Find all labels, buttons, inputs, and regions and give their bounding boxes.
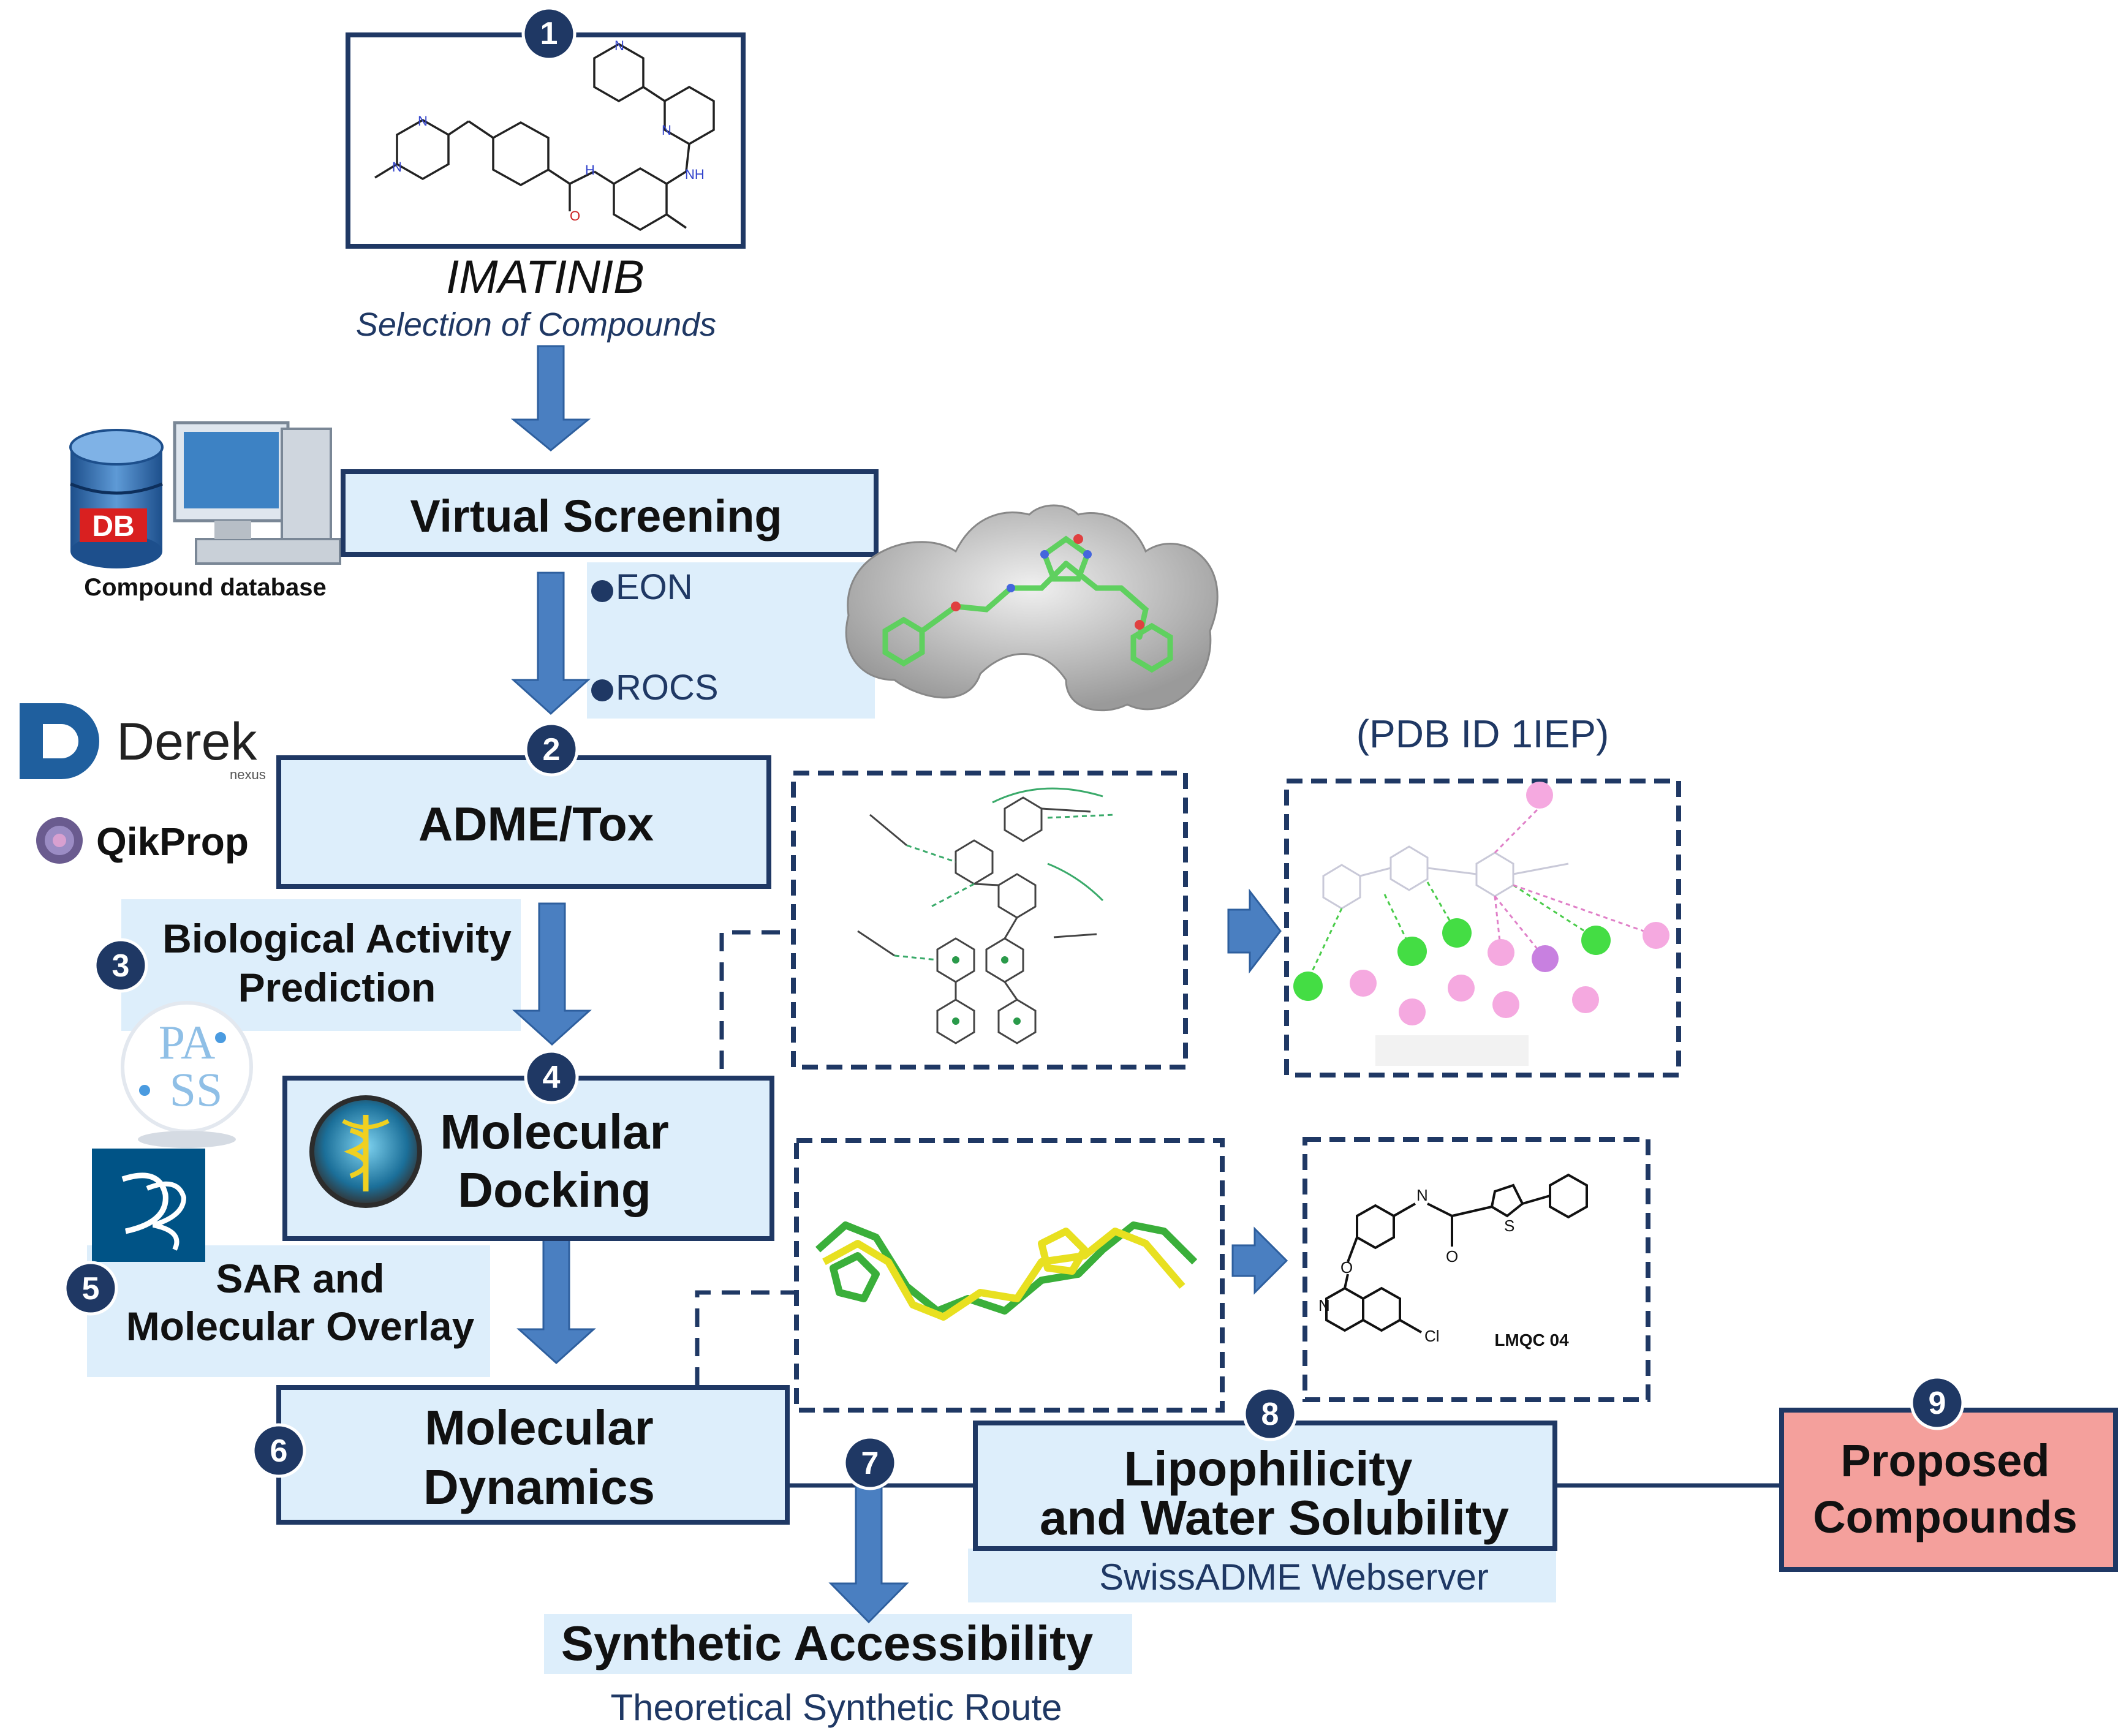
residue-nodes (1293, 782, 1669, 1025)
atom-label: N (1416, 1186, 1428, 1204)
sar-line1: SAR and (216, 1256, 384, 1301)
atom-label: O (1446, 1247, 1458, 1266)
lmqc-structure-panel: N O O S N Cl LMQC 04 (1302, 1137, 1650, 1402)
lipophilicity-box (973, 1421, 1557, 1551)
method-eon: EON (616, 567, 693, 607)
atom-label: N (662, 123, 671, 138)
step-4-number: 4 (543, 1060, 561, 1095)
atom-label: O (1340, 1258, 1353, 1277)
adme-tox-label: ADME/Tox (418, 797, 654, 851)
step-5-badge (63, 1261, 118, 1316)
pass-text-top: PA (159, 1016, 216, 1069)
computer-icon (173, 421, 341, 565)
proposed-line1: Proposed (1840, 1435, 2049, 1486)
molecular-docking-line2: Docking (458, 1163, 651, 1217)
imatinib-structure-box (346, 32, 746, 249)
adme-tox-box (276, 755, 771, 889)
pdb-id-label: (PDB ID 1IEP) (1356, 712, 1609, 756)
molecular-surface-image (845, 504, 1219, 712)
arrow-1-to-vs (510, 345, 591, 451)
step-3-badge (93, 938, 148, 993)
atom-label: S (1504, 1217, 1514, 1235)
step-2-number: 2 (543, 732, 561, 768)
virtual-screening-label: Virtual Screening (410, 491, 782, 542)
step-2-badge (524, 722, 579, 777)
database-icon: DB (69, 429, 164, 568)
pdb-interaction-panel (1284, 779, 1681, 1077)
step-7-number: 7 (861, 1446, 879, 1481)
step-1-badge (521, 6, 577, 61)
virtual-screening-box (341, 469, 879, 557)
synthetic-accessibility-title: Synthetic Accessibility (561, 1616, 1094, 1670)
step-9-badge (1910, 1375, 1965, 1430)
db-label: DB (92, 510, 134, 543)
step-1-number: 1 (540, 16, 558, 51)
lipophilicity-line2: and Water Solubility (1040, 1490, 1509, 1545)
bio-activity-line1: Biological Activity (162, 916, 512, 961)
imatinib-title: IMATINIB (446, 251, 645, 303)
arrow-2-to-4 (512, 902, 592, 1046)
swissadme-label: SwissADME Webserver (1099, 1557, 1489, 1598)
molecular-dynamics-line1: Molecular (425, 1400, 653, 1455)
method-rocs: ROCS (616, 668, 719, 708)
step-4-badge (524, 1049, 579, 1104)
flow-arrows (510, 345, 1288, 1624)
imatinib-structure-drawing (374, 42, 715, 232)
sar-panel (87, 1245, 490, 1377)
atom-label: N (614, 38, 624, 53)
step-8-badge (1242, 1386, 1298, 1441)
caduceus-icon (309, 1095, 422, 1208)
derek-logo-icon (20, 703, 99, 779)
arrow-docking-to-pdb (1227, 888, 1282, 974)
atom-label: N (418, 113, 428, 129)
atom-label: N (392, 159, 402, 175)
proposed-compounds-box (1779, 1408, 2118, 1572)
synthetic-route-subtitle: Theoretical Synthetic Route (610, 1687, 1062, 1728)
compound-database-caption: Compound database (84, 574, 327, 601)
synthetic-panel (544, 1614, 1132, 1674)
pass-logo-icon: PA SS (121, 1001, 253, 1148)
docking-interaction-panel (791, 771, 1188, 1070)
atom-label: O (570, 208, 580, 224)
vs-methods-panel (587, 562, 875, 719)
ds-logo-icon (92, 1149, 205, 1262)
atom-label: Cl (1424, 1327, 1440, 1345)
step-6-badge (251, 1423, 306, 1478)
molecular-dynamics-box (276, 1385, 790, 1525)
atom-label: N (1318, 1296, 1330, 1315)
atom-label: H (585, 162, 595, 178)
step-5-number: 5 (82, 1271, 100, 1307)
bullet-icon (591, 679, 613, 701)
swissadme-panel (968, 1549, 1556, 1602)
atom-label: NH (685, 167, 705, 182)
bio-activity-line2: Prediction (238, 965, 436, 1010)
molecular-overlay-panel (794, 1138, 1225, 1413)
step-6-number: 6 (270, 1433, 288, 1469)
arrow-vs-to-2 (511, 572, 591, 715)
qikprop-label: QikProp (96, 820, 249, 864)
pass-text-bottom: SS (170, 1063, 223, 1116)
derek-label: Derek (116, 712, 257, 771)
arrow-4-to-6 (516, 1224, 596, 1365)
selection-of-compounds: Selection of Compounds (356, 306, 716, 343)
lmqc-label: LMQC 04 (1494, 1330, 1569, 1349)
qikprop-icon (36, 817, 83, 864)
step-7-badge (842, 1435, 898, 1490)
step-9-number: 9 (1929, 1386, 1946, 1421)
step-8-number: 8 (1261, 1397, 1279, 1432)
molecular-dynamics-line2: Dynamics (423, 1460, 655, 1514)
arrow-7-to-synth (828, 1484, 909, 1624)
arrow-overlay-to-lmqc (1231, 1226, 1288, 1295)
step-3-number: 3 (112, 948, 130, 984)
proposed-line2: Compounds (1813, 1492, 2078, 1542)
sar-line2: Molecular Overlay (126, 1304, 475, 1349)
derek-sub-label: nexus (230, 767, 266, 782)
molecular-docking-line1: Molecular (440, 1104, 668, 1159)
bullet-icon (591, 580, 613, 602)
lipophilicity-line1: Lipophilicity (1124, 1441, 1413, 1496)
